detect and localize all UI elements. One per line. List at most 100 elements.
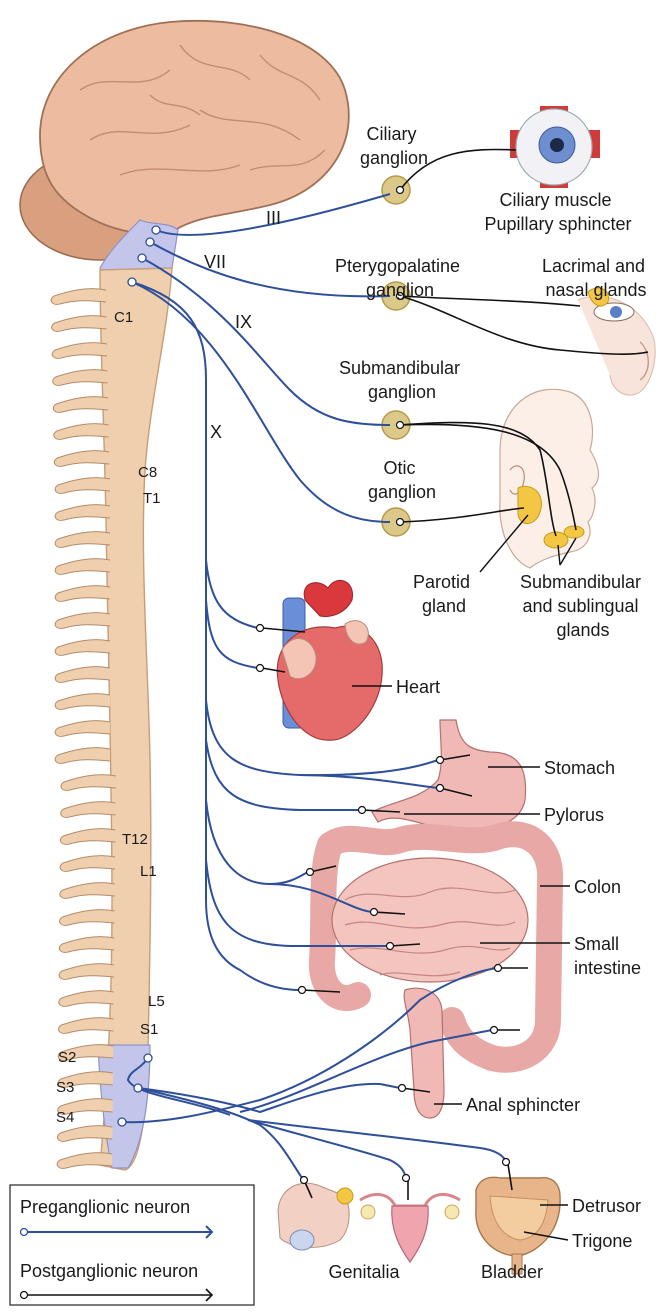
spinal-labels: C1 C8 T1 T12 L1 L5 S1 S2 S3 S4 — [56, 309, 165, 1126]
bladder-label: Bladder — [481, 1262, 543, 1282]
submandibular-ganglion-label: Submandibular ganglion — [339, 358, 465, 402]
spinal-root — [51, 315, 107, 332]
spinal-root — [58, 936, 115, 953]
legend-box — [9, 1184, 255, 1306]
label-l1: L1 — [140, 863, 157, 880]
trigone-label: Trigone — [572, 1231, 632, 1251]
small-intestine — [331, 857, 529, 983]
nerve-iii-label: III — [266, 208, 281, 228]
vagus-trunk — [131, 281, 301, 991]
gi-tract — [308, 719, 564, 1119]
submandibular-gland — [543, 531, 569, 549]
lacrimal-target-label: Lacrimal and nasal glands — [542, 256, 650, 300]
label-c8: C8 — [138, 464, 157, 481]
nerve-x-label: X — [210, 422, 222, 442]
nerve-vii-label: VII — [204, 252, 226, 272]
head-profile — [499, 388, 600, 569]
small-intestine-label: Small intestine — [574, 934, 641, 978]
spinal-root — [54, 666, 111, 683]
spinal-root — [54, 720, 111, 737]
spinal-roots — [50, 288, 116, 1169]
spinal-root — [54, 639, 111, 656]
spinal-root — [58, 1017, 114, 1034]
spinal-root — [59, 828, 116, 845]
vagus-heart-1 — [205, 559, 259, 629]
male-genitalia — [277, 1182, 354, 1251]
spinal-root — [54, 558, 111, 575]
spinal-root — [56, 1152, 113, 1169]
spinal-root — [58, 963, 115, 980]
label-t12: T12 — [122, 831, 148, 848]
spinal-root — [56, 1125, 113, 1142]
heart-label: Heart — [396, 677, 440, 697]
stomach-label: Stomach — [544, 758, 615, 778]
label-l5: L5 — [148, 993, 165, 1010]
pterygopalatine-ganglion-label: Pterygopalatine ganglion — [335, 256, 465, 300]
spinal-root — [54, 504, 111, 521]
legend: Preganglionic neuron Postganglionic neur… — [9, 1184, 255, 1306]
lacrimal-face — [577, 287, 656, 396]
spinal-root — [59, 909, 115, 926]
ciliary-ganglion-label: Ciliary ganglion — [360, 124, 428, 168]
label-s1: S1 — [140, 1021, 158, 1038]
detrusor-label: Detrusor — [572, 1196, 641, 1216]
spinal-cord — [99, 267, 173, 1171]
submandibular-glands-label: Submandibular and sublingual glands — [520, 572, 646, 640]
label-s4: S4 — [56, 1109, 74, 1126]
spinal-root — [54, 747, 111, 764]
legend-preganglionic-label: Preganglionic neuron — [20, 1197, 190, 1217]
spinal-root — [57, 1044, 114, 1061]
parotid-label: Parotid gland — [413, 572, 475, 616]
anal-sphincter-label: Anal sphincter — [466, 1095, 580, 1115]
spinal-root — [53, 450, 110, 467]
spinal-root — [51, 342, 108, 359]
nerve-vii-fiber-2 — [141, 257, 391, 426]
genitalia-label: Genitalia — [328, 1262, 400, 1282]
legend-postganglionic-label: Postganglionic neuron — [20, 1261, 198, 1281]
spinal-root — [52, 396, 109, 413]
right-atrium — [281, 638, 317, 680]
label-s3: S3 — [56, 1079, 74, 1096]
spinal-root — [54, 477, 111, 494]
nerve-ix-fiber — [131, 281, 391, 523]
spinal-root — [54, 585, 111, 602]
eye — [510, 106, 600, 188]
spinal-root — [52, 369, 108, 386]
nerve-vii-fiber-1 — [149, 241, 391, 298]
spinal-root — [54, 531, 111, 548]
pylorus-label: Pylorus — [544, 805, 604, 825]
rectum — [403, 987, 445, 1119]
spinal-root — [59, 855, 116, 872]
label-c1: C1 — [114, 309, 133, 326]
bladder-organ — [475, 1176, 561, 1275]
spinal-root — [60, 774, 116, 791]
spinal-root — [57, 1098, 113, 1115]
nerve-iii-fiber — [155, 193, 391, 236]
ciliary-target-label: Ciliary muscle Pupillary sphincter — [484, 190, 631, 234]
otic-ganglion-label: Otic ganglion — [368, 458, 436, 502]
labels: Ciliary ganglion Ciliary muscle Pupillar… — [204, 124, 650, 1282]
left-atrium — [344, 620, 369, 645]
lacrimal-gland — [587, 287, 610, 307]
spinal-column — [50, 267, 173, 1171]
cerebrum — [39, 19, 350, 235]
spinal-root — [58, 990, 114, 1007]
pupil — [550, 138, 564, 152]
sublingual-gland — [563, 525, 585, 539]
brain — [19, 19, 350, 287]
spinal-root — [60, 801, 116, 818]
spinal-root — [57, 1071, 113, 1088]
postganglionic-fibers — [255, 148, 649, 1200]
preganglionic-fibers — [117, 193, 507, 1179]
leader-lines — [352, 514, 577, 1241]
parotid-gland — [517, 486, 542, 524]
spinal-root — [53, 423, 109, 440]
label-s2: S2 — [58, 1049, 76, 1066]
label-t1: T1 — [143, 490, 161, 507]
aorta — [303, 579, 353, 617]
nerve-ix-label: IX — [235, 312, 252, 332]
spinal-root — [50, 288, 107, 305]
heart — [276, 579, 383, 741]
spinal-root — [54, 693, 111, 710]
